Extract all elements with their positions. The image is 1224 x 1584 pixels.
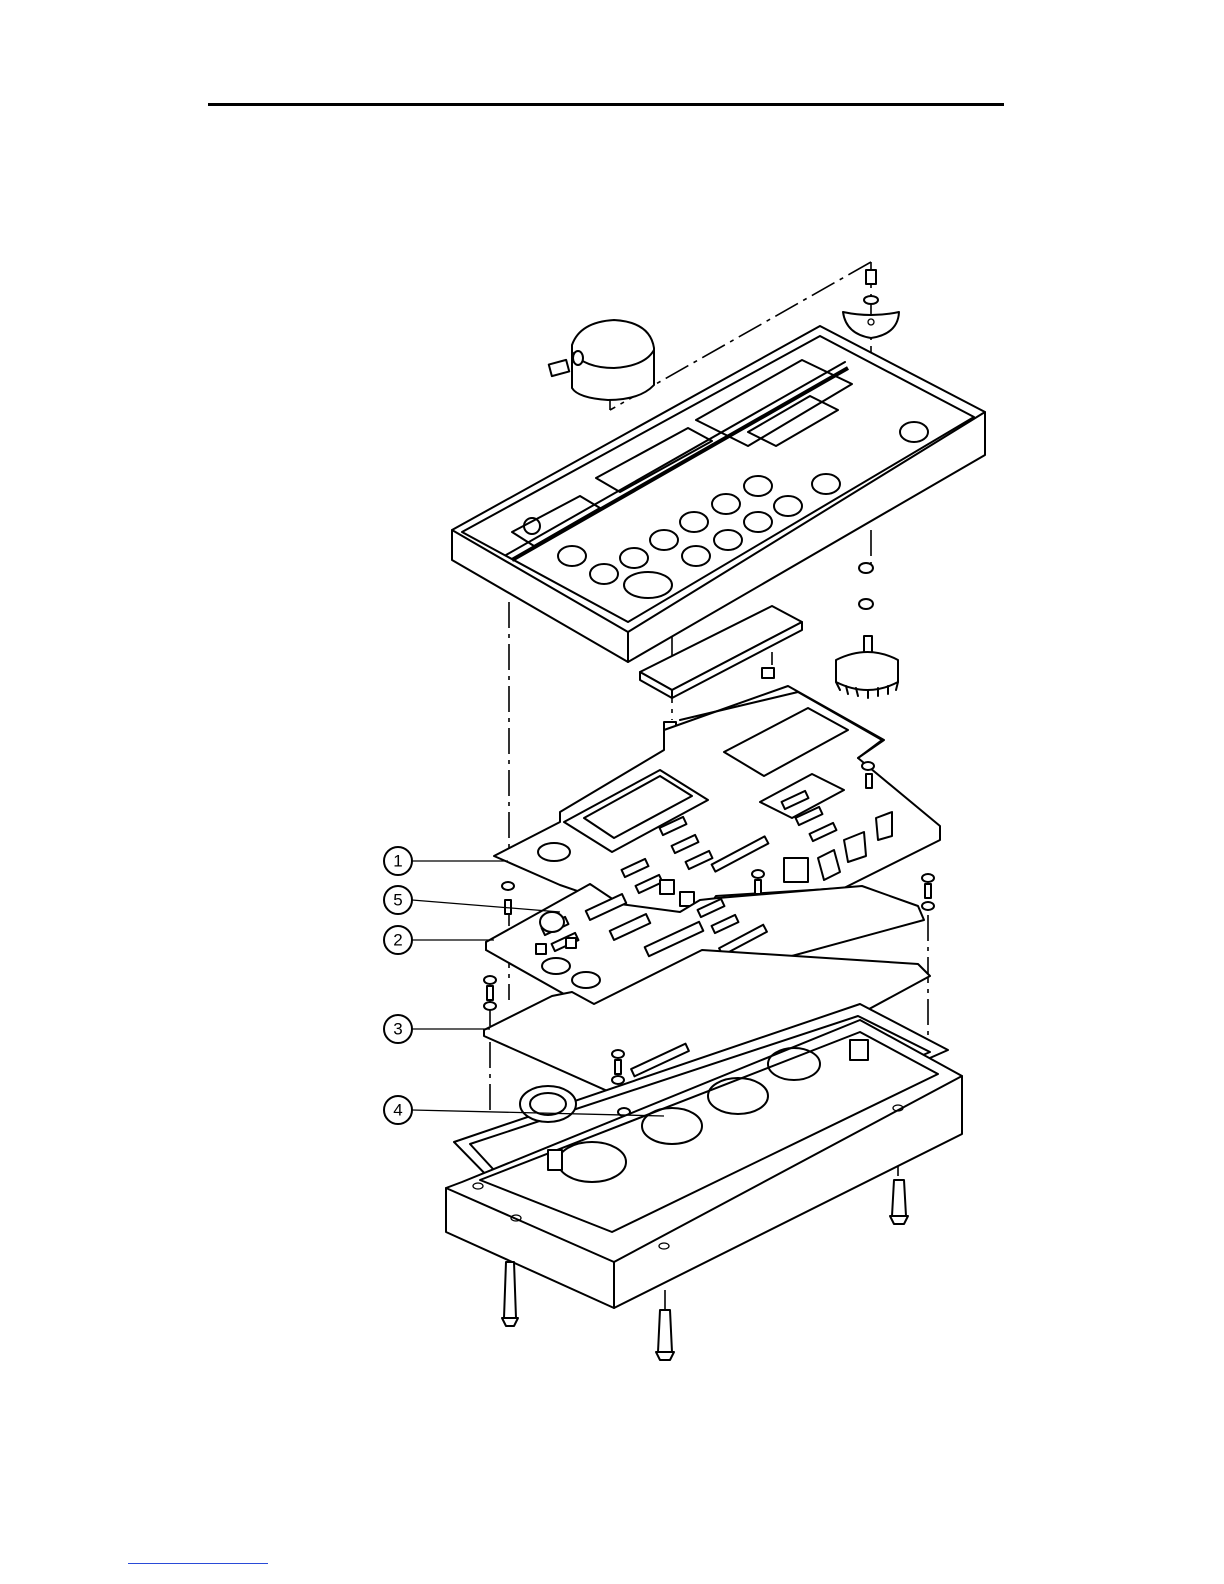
encoder-knob xyxy=(836,563,898,698)
callout-5-label: 5 xyxy=(393,891,402,910)
callout-1-label: 1 xyxy=(393,852,402,871)
knob-cap xyxy=(549,320,654,400)
callout-3: 3 xyxy=(384,1015,490,1043)
footer-link-underline[interactable] xyxy=(128,1563,268,1564)
callout-2-label: 2 xyxy=(393,931,402,950)
callout-3-label: 3 xyxy=(393,1020,402,1039)
callout-5: 5 xyxy=(384,886,560,914)
front-panel xyxy=(452,326,985,662)
callout-4-label: 4 xyxy=(393,1101,402,1120)
callout-1: 1 xyxy=(384,847,508,875)
callout-2: 2 xyxy=(384,926,494,954)
pointer-disc xyxy=(843,312,899,338)
